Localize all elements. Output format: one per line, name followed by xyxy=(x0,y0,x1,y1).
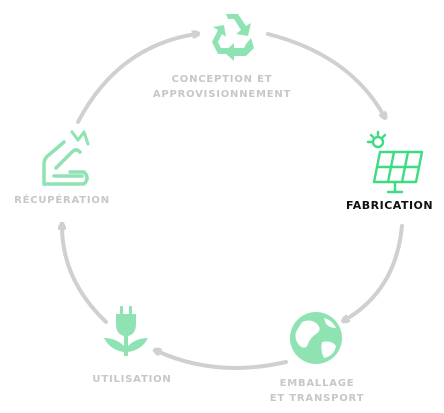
stage-label-conception-line2: APPROVISIONNEMENT xyxy=(152,89,292,100)
stage-label-utilisation: UTILISATION xyxy=(72,372,192,387)
recycle-icon xyxy=(212,14,254,61)
stage-label-utilisation-line1: UTILISATION xyxy=(92,374,172,385)
stage-label-recuperation-line1: RÉCUPÉRATION xyxy=(14,195,110,206)
stage-label-conception-line1: CONCEPTION ET xyxy=(171,74,273,85)
stage-label-fabrication: FABRICATION xyxy=(346,198,444,213)
stage-label-emballage-line1: EMBALLAGE xyxy=(279,378,355,389)
arrow-conception-to-fabrication xyxy=(266,32,384,116)
hand-recycle-icon xyxy=(42,130,90,186)
plug-icon xyxy=(104,306,148,356)
arrow-emballage-to-utilisation xyxy=(157,351,288,370)
stage-label-emballage-line2: ET TRANSPORT xyxy=(269,393,365,404)
arrow-utilisation-to-recuperation xyxy=(62,226,108,324)
stage-label-emballage: EMBALLAGE ET TRANSPORT xyxy=(252,376,382,406)
globe-icon xyxy=(290,312,342,364)
arrow-recuperation-to-conception xyxy=(76,34,196,124)
arrow-fabrication-to-emballage xyxy=(345,224,404,320)
solar-panel-icon xyxy=(366,130,424,194)
stage-label-fabrication-line1: FABRICATION xyxy=(346,199,434,212)
stage-label-recuperation: RÉCUPÉRATION xyxy=(0,193,124,208)
stage-label-conception: CONCEPTION ET APPROVISIONNEMENT xyxy=(122,72,322,102)
